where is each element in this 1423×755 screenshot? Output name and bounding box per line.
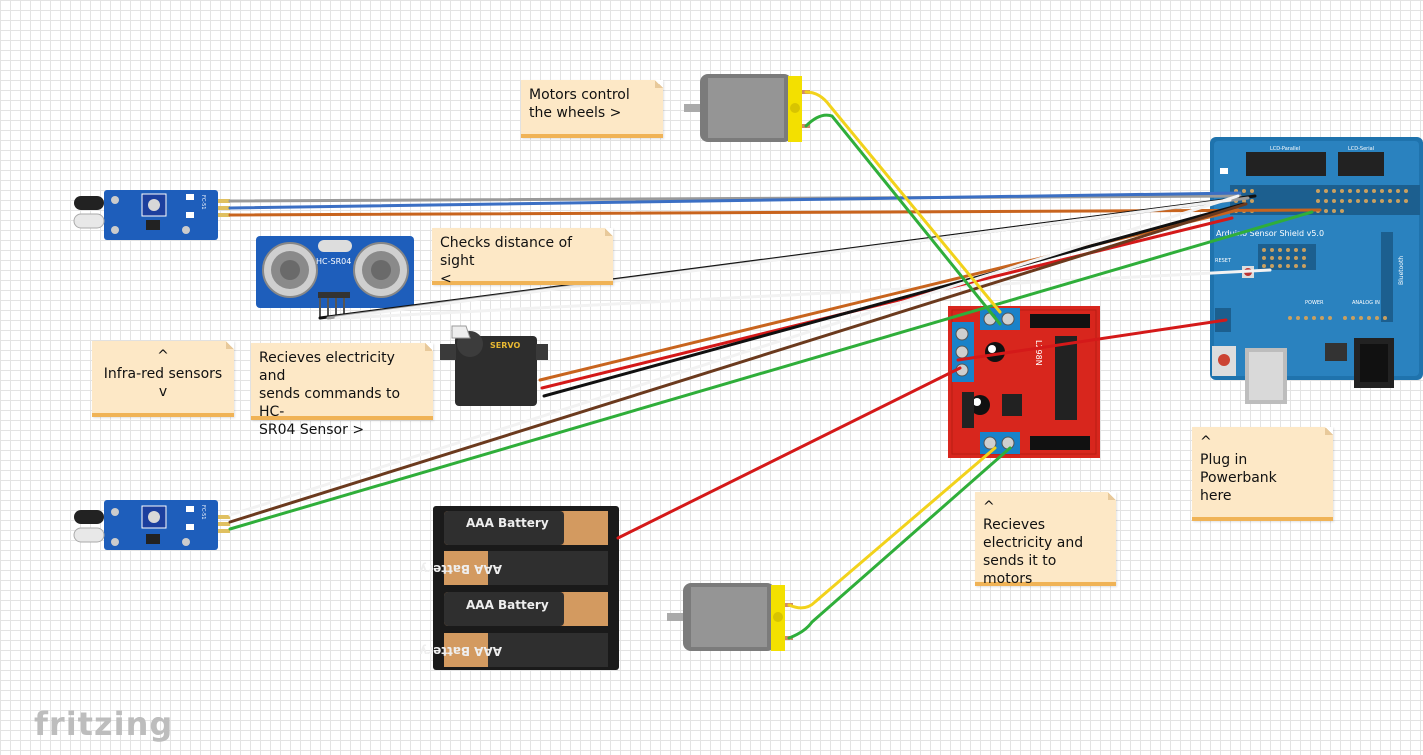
ir-bottom-label: FC-51 [200, 505, 206, 520]
note-driver: ^ Recieves electricity and sends it to m… [975, 492, 1116, 587]
battery-2-label: AAA Battery [419, 562, 502, 576]
shield-reset-label: RESET [1215, 258, 1232, 264]
wire-motor-bottom-green [787, 446, 1012, 640]
hc-sr04-label: HC-SR04 [316, 257, 351, 266]
fritzing-logo: fritzing [34, 705, 174, 743]
wire-ir-top-blue [228, 191, 1242, 210]
wire-driver-red [956, 318, 1228, 362]
hc-sr04-sensor: HC-SR04 [256, 236, 414, 318]
note-powerbank: ^ Plug in Powerbank here [1192, 427, 1333, 521]
note-motors: Motors control the wheels > [521, 80, 663, 138]
shield-power-label: POWER [1305, 300, 1324, 306]
wire-battery-red [616, 366, 962, 540]
dc-motor-bottom [667, 583, 793, 651]
wire-servo-black [542, 202, 1246, 398]
wire-ir-bottom-green [228, 210, 1314, 531]
l298n-label: L298N [1034, 340, 1043, 366]
servo-motor: SERVO [440, 325, 548, 406]
ir-top-label: FC-51 [200, 195, 206, 210]
wires [228, 90, 1322, 640]
shield-serial-label: LCD-Serial [1348, 146, 1374, 152]
note-infrared: ^ Infra-red sensors v [92, 341, 234, 417]
shield-analog-label: ANALOG IN [1352, 300, 1380, 306]
wire-motor-bottom-yellow [787, 446, 997, 610]
wire-ir-bottom-brown [228, 202, 1248, 524]
battery-4-label: AAA Battery [419, 644, 502, 658]
shield-bluetooth-label: Bluetooth [1398, 256, 1405, 285]
dc-motor-top [684, 74, 810, 142]
wire-hcsr04-white2 [342, 268, 1272, 320]
wire-hcsr04-white [334, 198, 1232, 320]
battery-1-label: AAA Battery [466, 516, 549, 530]
ir-sensor-top: FC-51 [73, 190, 230, 240]
wire-ir-bottom-white [228, 194, 1240, 517]
shield-title: Arduino Sensor Shield v5.0 [1216, 229, 1324, 238]
wire-motor-top-green [804, 113, 1002, 326]
shield-parallel-label: LCD-Parallel [1270, 146, 1300, 152]
ir-sensor-bottom: FC-51 [73, 500, 230, 550]
l298n-driver: L298N [948, 306, 1100, 458]
wire-motor-top-yellow [804, 90, 1002, 314]
note-electricity: Recieves electricity and sends commands … [251, 343, 433, 438]
servo-label: SERVO [490, 341, 520, 350]
battery-pack: AAA Battery AAA Battery AAA Battery AAA … [419, 506, 619, 670]
note-distance: Checks distance of sight < [432, 228, 613, 287]
battery-3-label: AAA Battery [466, 598, 549, 612]
